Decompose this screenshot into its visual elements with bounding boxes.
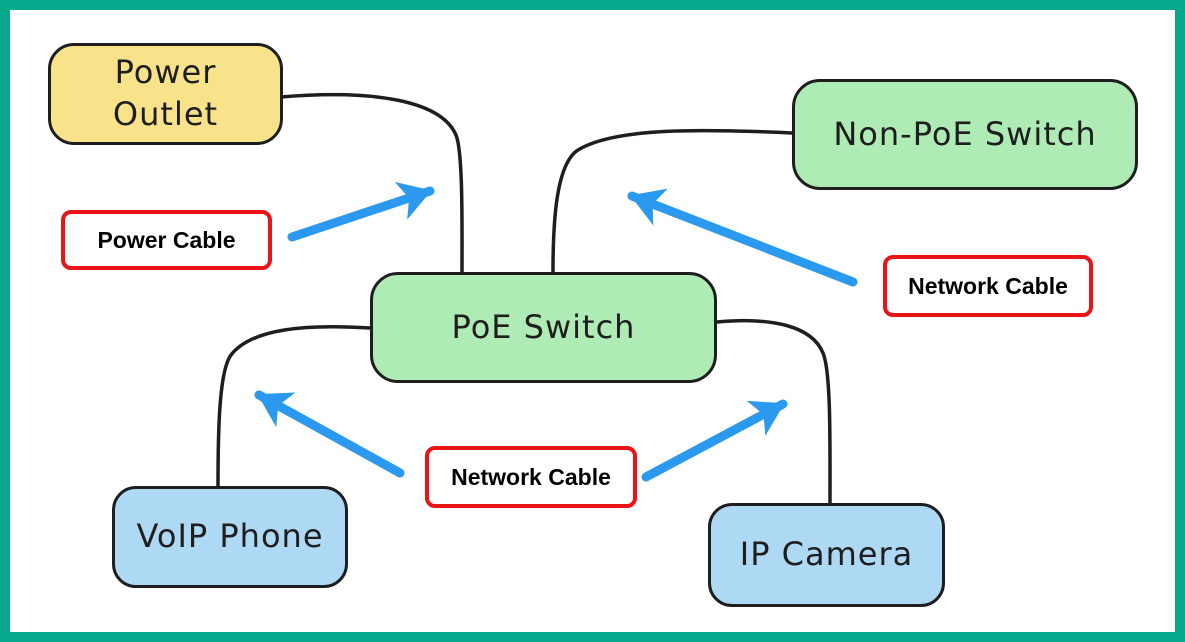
node-non-poe-switch-label: Non-PoE Switch: [833, 114, 1097, 153]
label-power-cable: Power Cable: [61, 210, 272, 270]
network-cable-bottom-right-arrow-icon: [641, 399, 788, 482]
label-network-cable-right-text: Network Cable: [908, 272, 1068, 299]
network-cable-right-arrow-icon: [627, 188, 858, 287]
label-network-cable-bottom-text: Network Cable: [451, 463, 611, 490]
node-non-poe-switch: Non-PoE Switch: [792, 79, 1138, 190]
node-ip-camera: IP Camera: [708, 503, 945, 607]
node-poe-switch-label: PoE Switch: [451, 307, 636, 346]
label-power-cable-text: Power Cable: [97, 226, 236, 253]
node-power-outlet: Power Outlet: [48, 43, 283, 145]
node-poe-switch: PoE Switch: [370, 272, 717, 383]
power-cable-arrow-icon: [287, 181, 435, 242]
node-voip-phone: VoIP Phone: [112, 486, 348, 588]
cable-power-outlet-to-poe-switch: [279, 92, 464, 274]
node-power-outlet-label: Power Outlet: [112, 53, 219, 133]
label-network-cable-bottom: Network Cable: [425, 446, 637, 508]
cable-poe-switch-to-ip-camera: [715, 318, 832, 505]
node-voip-phone-label: VoIP Phone: [136, 517, 324, 556]
cable-poe-switch-to-voip-phone: [216, 324, 372, 488]
network-cable-left-arrow-icon: [254, 390, 405, 478]
node-ip-camera-label: IP Camera: [739, 535, 914, 574]
label-network-cable-right: Network Cable: [883, 255, 1093, 317]
cable-non-poe-switch-to-poe-switch: [551, 128, 794, 274]
